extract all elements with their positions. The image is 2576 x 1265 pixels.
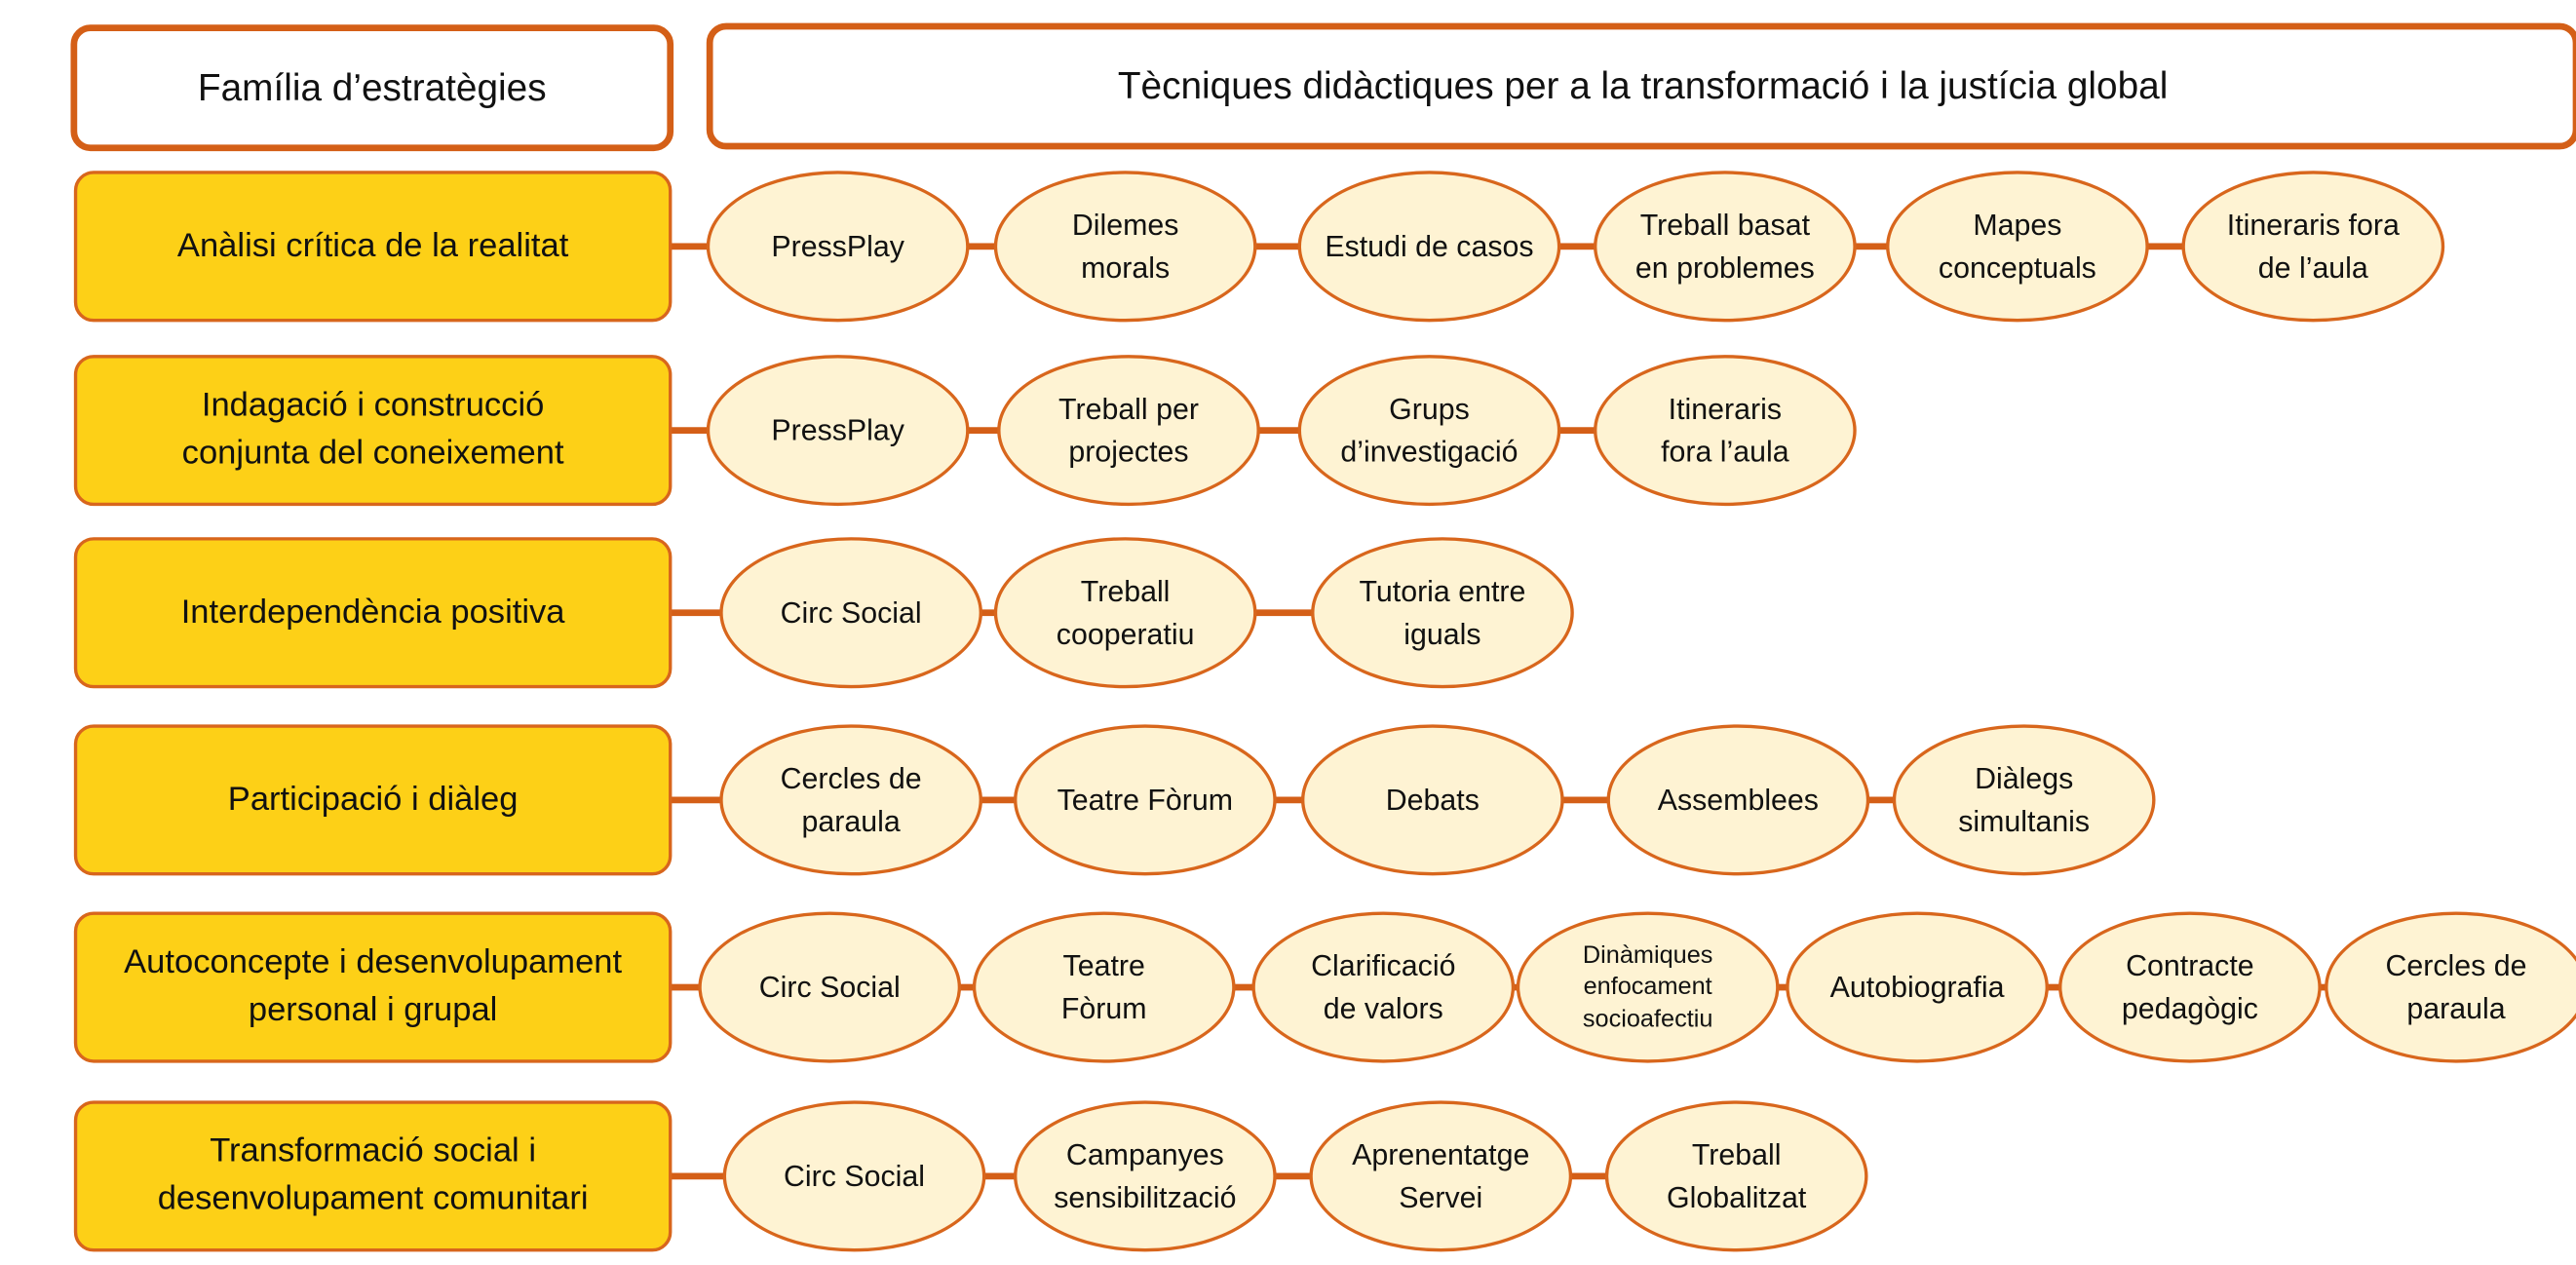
technique-label: Treball Globalitzat xyxy=(1666,1137,1807,1214)
family-box: Autoconcepte i desenvolupament personal … xyxy=(73,911,673,1063)
technique-label: Treball cooperatiu xyxy=(1056,574,1195,651)
technique-node: Grups d’investigació xyxy=(1297,355,1561,507)
family-label: Anàlisi crítica de la realitat xyxy=(176,226,569,264)
technique-label: Clarificació de valors xyxy=(1311,949,1456,1025)
technique-node: Itineraris fora l’aula xyxy=(1594,355,1857,507)
technique-node: Dinàmiques enfocament socioafectiu xyxy=(1516,911,1780,1063)
family-box: Participació i diàleg xyxy=(73,724,673,876)
technique-node: Itineraris fora de l’aula xyxy=(2181,171,2445,323)
techniques-header-label: Tècniques didàctiques per a la transform… xyxy=(1117,63,2169,107)
technique-label: Diàlegs simultanis xyxy=(1958,761,2091,838)
technique-node: PressPlay xyxy=(706,355,970,507)
family-label: Transformació social i desenvolupament c… xyxy=(157,1131,589,1218)
technique-node: Treball cooperatiu xyxy=(993,537,1257,689)
technique-label: Estudi de casos xyxy=(1325,229,1534,263)
technique-node: Diàlegs simultanis xyxy=(1892,724,2156,876)
family-box: Interdependència positiva xyxy=(73,537,673,689)
technique-node: Estudi de casos xyxy=(1297,171,1561,323)
technique-label: Itineraris fora de l’aula xyxy=(2226,208,2400,285)
family-label: Participació i diàleg xyxy=(227,780,519,818)
family-label: Indagació i construcció conjunta del con… xyxy=(181,386,564,472)
technique-node: Campanyes sensibilització xyxy=(1014,1100,1277,1252)
technique-node: Circ Social xyxy=(719,537,982,689)
technique-label: Campanyes sensibilització xyxy=(1054,1137,1237,1214)
technique-node: Mapes conceptuals xyxy=(1886,171,2149,323)
technique-node: Teatre Fòrum xyxy=(972,911,1236,1063)
family-header: Família d’estratègies xyxy=(70,24,674,152)
technique-node: PressPlay xyxy=(706,171,970,323)
technique-label: Treball basat en problemes xyxy=(1634,208,1815,285)
technique-node: Circ Social xyxy=(722,1100,986,1252)
technique-node: Clarificació de valors xyxy=(1251,911,1516,1063)
technique-node: Treball Globalitzat xyxy=(1604,1100,1868,1252)
family-header-label: Família d’estratègies xyxy=(197,65,547,109)
techniques-header: Tècniques didàctiques per a la transform… xyxy=(706,22,2576,150)
family-box: Anàlisi crítica de la realitat xyxy=(73,171,673,323)
technique-label: Aprenentatge Servei xyxy=(1352,1137,1530,1214)
technique-label: Cercles de paraula xyxy=(780,761,922,838)
technique-label: Circ Social xyxy=(780,595,922,630)
family-box: Transformació social i desenvolupament c… xyxy=(73,1100,673,1252)
technique-node: Cercles de paraula xyxy=(719,724,982,876)
technique-label: PressPlay xyxy=(771,229,904,263)
technique-label: Teatre Fòrum xyxy=(1057,783,1234,817)
technique-label: Contracte pedagògic xyxy=(2121,949,2258,1025)
technique-label: Dilemes morals xyxy=(1071,208,1179,285)
technique-node: Debats xyxy=(1300,724,1564,876)
technique-node: Cercles de paraula xyxy=(2325,911,2576,1063)
technique-label: Grups d’investigació xyxy=(1340,392,1519,469)
technique-node: Dilemes morals xyxy=(993,171,1257,323)
family-label: Interdependència positiva xyxy=(180,592,565,631)
technique-node: Aprenentatge Servei xyxy=(1309,1100,1573,1252)
technique-node: Tutoria entre iguals xyxy=(1311,537,1574,689)
technique-label: Dinàmiques enfocament socioafectiu xyxy=(1582,940,1713,1033)
technique-label: Autobiografia xyxy=(1829,971,2005,1004)
technique-label: Itineraris fora l’aula xyxy=(1661,392,1789,469)
technique-node: Contracte pedagògic xyxy=(2058,911,2322,1063)
technique-label: Teatre Fòrum xyxy=(1060,949,1147,1025)
technique-label: Tutoria entre iguals xyxy=(1359,574,1526,651)
technique-label: Cercles de paraula xyxy=(2385,949,2527,1025)
technique-node: Assemblees xyxy=(1606,724,1870,876)
technique-node: Circ Social xyxy=(698,911,962,1063)
technique-node: Teatre Fòrum xyxy=(1014,724,1277,876)
technique-label: Circ Social xyxy=(784,1159,926,1193)
technique-label: Debats xyxy=(1385,783,1480,817)
technique-label: Circ Social xyxy=(758,971,901,1004)
family-box: Indagació i construcció conjunta del con… xyxy=(73,355,673,507)
technique-label: Assemblees xyxy=(1657,783,1819,817)
technique-label: Treball per projectes xyxy=(1058,392,1199,469)
technique-label: PressPlay xyxy=(771,413,904,447)
technique-label: Mapes conceptuals xyxy=(1938,208,2096,285)
technique-node: Treball per projectes xyxy=(997,355,1260,507)
technique-node: Treball basat en problemes xyxy=(1594,171,1857,323)
technique-node: Autobiografia xyxy=(1786,911,2049,1063)
family-label: Autoconcepte i desenvolupament personal … xyxy=(124,943,623,1029)
